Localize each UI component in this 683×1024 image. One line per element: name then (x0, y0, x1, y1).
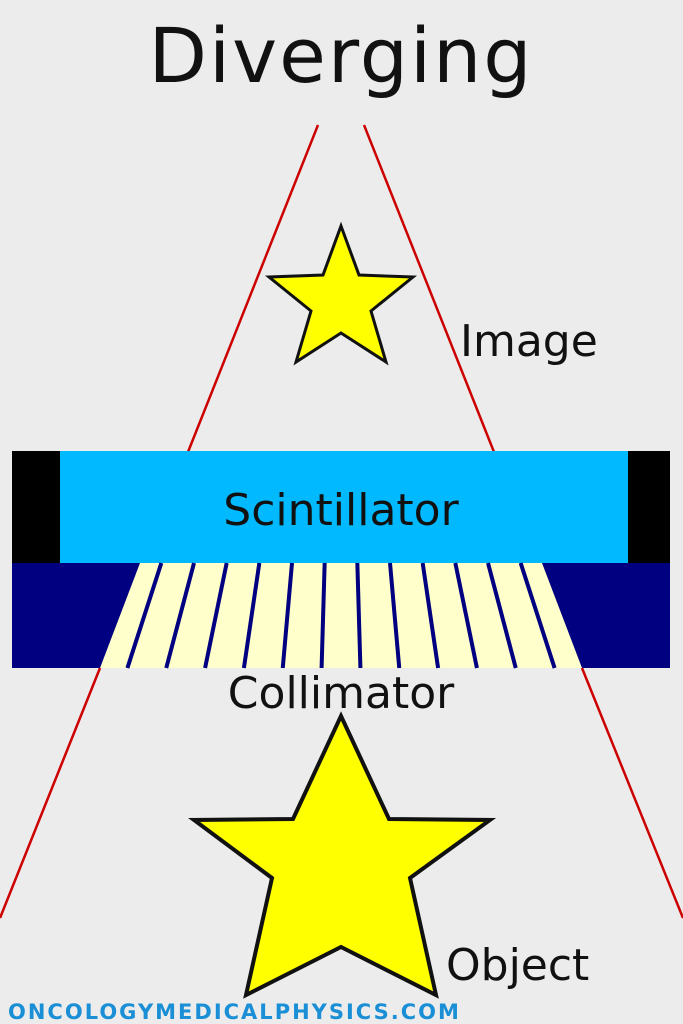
collimator-septum (453, 562, 479, 669)
collimator-septum (125, 562, 164, 669)
collimator-septum (203, 562, 229, 669)
collimator-septum (241, 562, 262, 669)
collimator-label: Collimator (228, 668, 455, 719)
collimator-septa (125, 562, 557, 669)
scintillator-label: Scintillator (223, 485, 459, 536)
scintillator-right-edge (628, 451, 670, 563)
collimator-septum (388, 562, 402, 669)
left-ray-upper (186, 124, 320, 453)
scintillator-bar (60, 451, 628, 563)
collimator-septum (355, 562, 363, 669)
website-footer: ONCOLOGYMEDICALPHYSICS.COM (8, 1000, 461, 1024)
right-ray-lower (580, 667, 683, 919)
collimator-septum (518, 562, 557, 669)
left-ray-lower (0, 667, 102, 919)
diagram-title: Diverging (148, 11, 533, 100)
collimator-septum (164, 562, 196, 669)
image-label: Image (460, 316, 598, 367)
collimator-septum (280, 562, 294, 669)
collimator-septum (319, 562, 327, 669)
object-star (188, 711, 497, 999)
scintillator-left-edge (12, 451, 60, 563)
object-label: Object (446, 940, 589, 991)
image-star (264, 221, 418, 366)
collimator-septum (486, 562, 518, 669)
right-ray-upper (362, 124, 496, 453)
collimator-septum (420, 562, 441, 669)
diverging-rays (0, 124, 683, 919)
